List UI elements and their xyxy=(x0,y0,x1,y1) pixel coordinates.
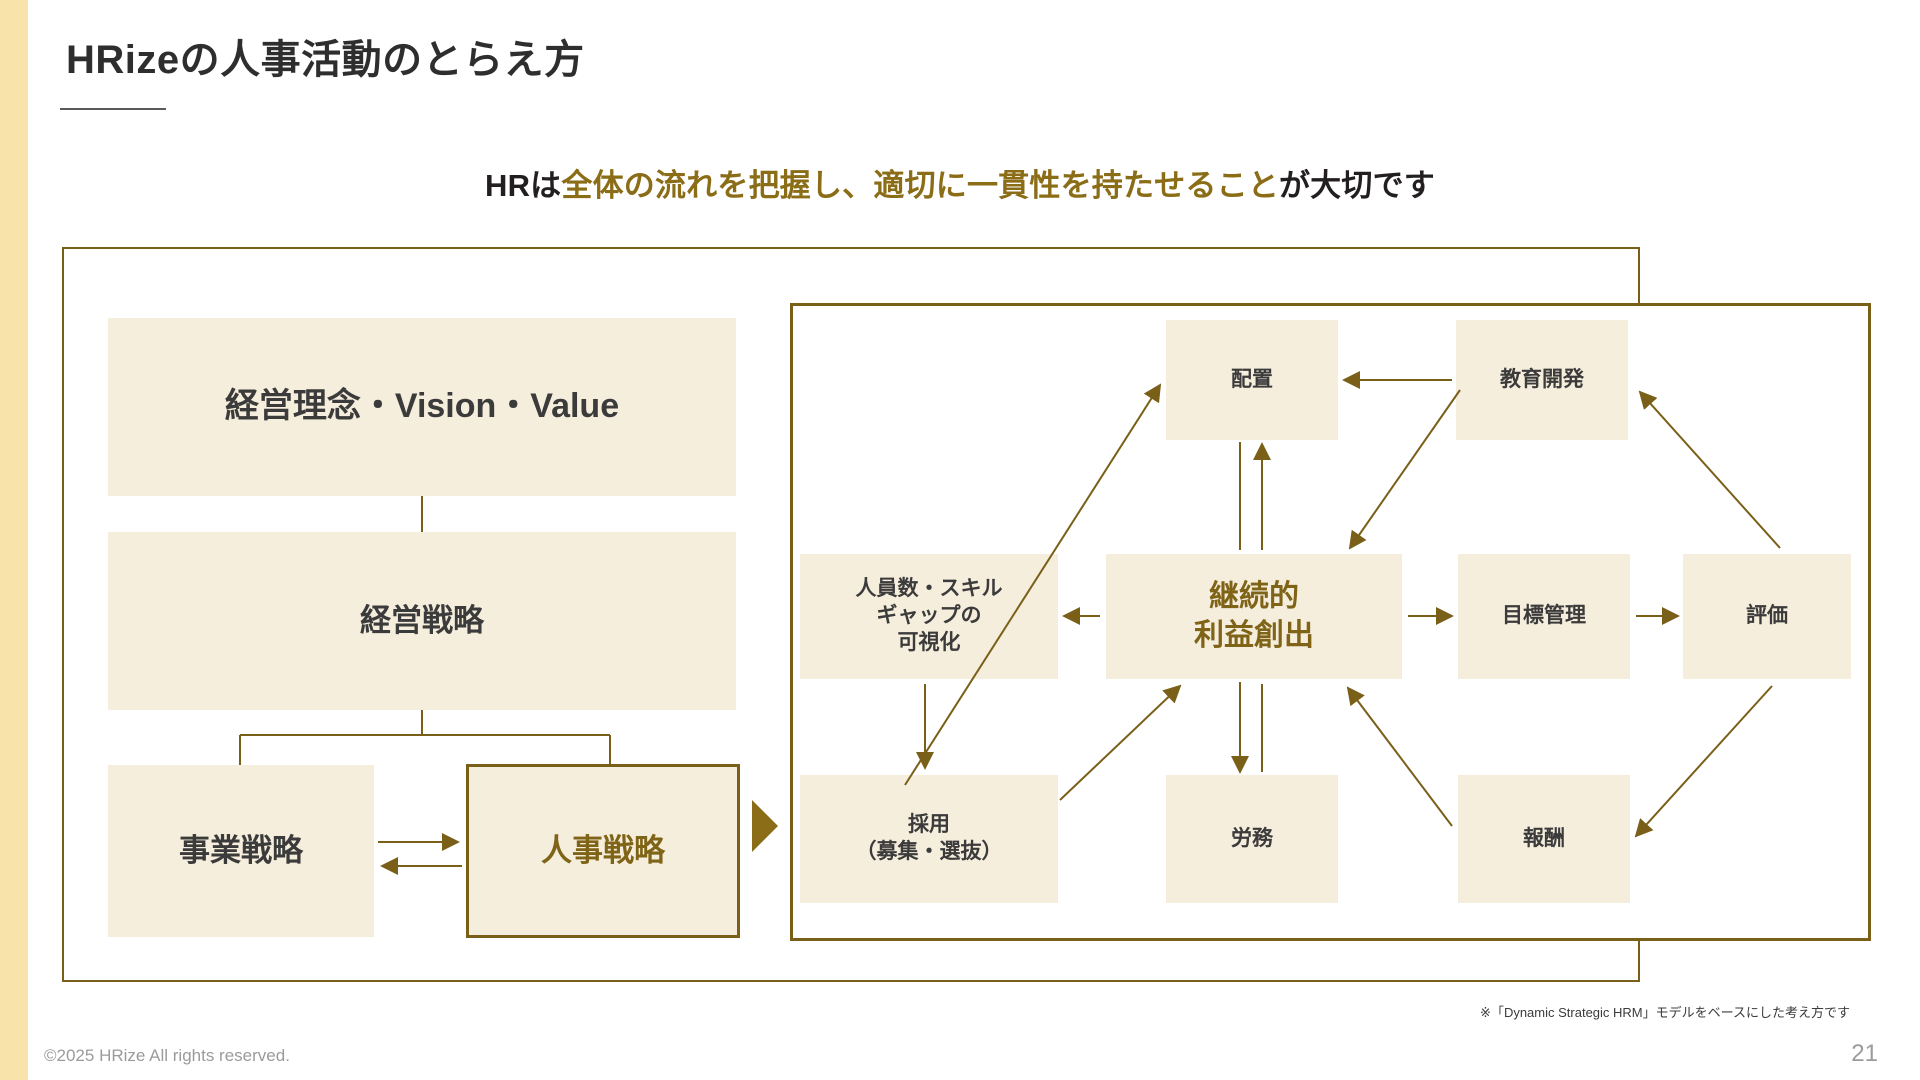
page-number: 21 xyxy=(1851,1040,1878,1067)
page-title: HRizeの人事活動のとらえ方 xyxy=(66,38,585,82)
node-business-strategy: 事業戦略 xyxy=(108,765,374,937)
gap-line-2: ギャップの xyxy=(876,604,982,628)
profit-line-1: 継続的 xyxy=(1209,580,1299,614)
node-labor: 労務 xyxy=(1166,775,1338,903)
node-gap-visualization: 人員数・スキル ギャップの 可視化 xyxy=(800,554,1058,679)
node-continuous-profit: 継続的 利益創出 xyxy=(1106,554,1402,679)
node-training: 教育開発 xyxy=(1456,320,1628,440)
node-reward: 報酬 xyxy=(1458,775,1630,903)
subtitle-highlight: 全体の流れを把握し、適切に一貫性を持たせること xyxy=(561,168,1279,203)
subtitle: HRは全体の流れを把握し、適切に一貫性を持たせることが大切です xyxy=(0,160,1920,205)
recruit-line-1: 採用 xyxy=(908,813,950,837)
title-underline xyxy=(60,108,166,110)
recruit-line-2: （募集・選抜） xyxy=(855,840,1003,863)
left-accent-bar xyxy=(0,0,28,1080)
node-goal-management: 目標管理 xyxy=(1458,554,1630,679)
footnote: ※「Dynamic Strategic HRM」モデルをベースにした考え方です xyxy=(1480,1005,1850,1020)
gap-line-3: 可視化 xyxy=(897,630,961,654)
node-corporate-strategy: 経営戦略 xyxy=(108,532,736,710)
subtitle-lead: HRは xyxy=(485,168,562,203)
subtitle-tail: が大切です xyxy=(1278,168,1435,203)
node-recruitment: 採用 （募集・選抜） xyxy=(800,775,1058,903)
node-evaluation: 評価 xyxy=(1683,554,1851,679)
copyright: ©2025 HRize All rights reserved. xyxy=(44,1046,290,1065)
profit-line-2: 利益創出 xyxy=(1194,618,1314,652)
flow-chevron-icon xyxy=(752,800,778,852)
node-hr-strategy: 人事戦略 xyxy=(466,764,740,938)
gap-line-1: 人員数・スキル xyxy=(855,577,1003,601)
node-placement: 配置 xyxy=(1166,320,1338,440)
node-philosophy: 経営理念・Vision・Value xyxy=(108,318,736,496)
